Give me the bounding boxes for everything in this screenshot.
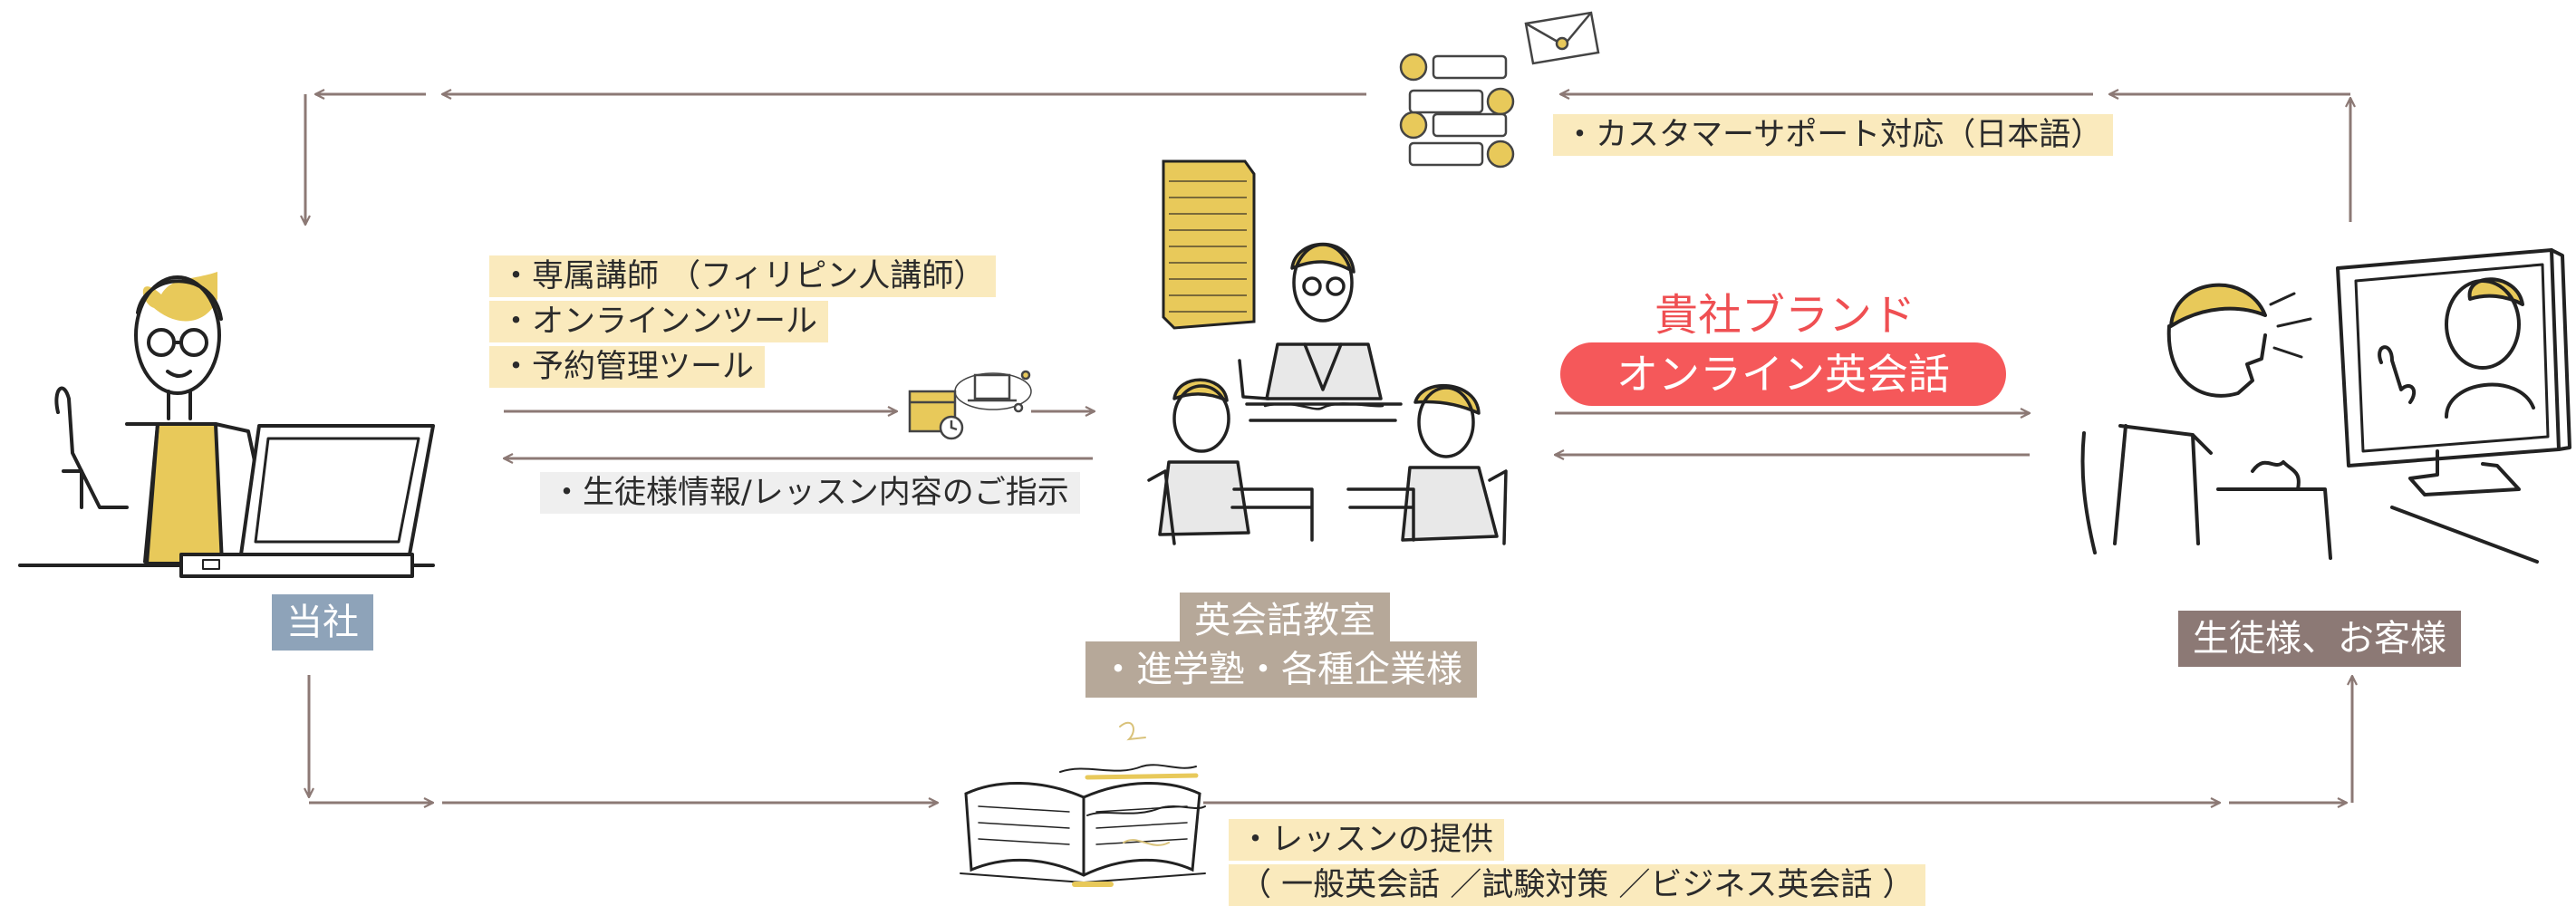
lesson-detail-label: （ 一般英会話 ／試験対策 ／ビジネス英会話 ） bbox=[1229, 864, 1925, 906]
person-laptop-icon bbox=[18, 272, 435, 578]
service-label-instructor: ・専属講師 （フィリピン人講師） bbox=[489, 255, 997, 297]
middle-flow-arrows bbox=[504, 411, 2030, 458]
office-building-icon bbox=[1162, 159, 1256, 330]
open-book-icon bbox=[960, 721, 1206, 887]
bottom-flow-arrows bbox=[309, 675, 2352, 803]
envelope-icon bbox=[1524, 11, 1600, 65]
company-tag: 当社 bbox=[272, 594, 373, 651]
brand-title: 貴社ブランド bbox=[1655, 290, 1916, 341]
classroom-icon bbox=[1147, 242, 1508, 545]
school-tag-line1: 英会話教室 bbox=[1180, 593, 1390, 649]
chat-bubbles-icon bbox=[1399, 53, 1515, 169]
lesson-title-label: ・レッスンの提供 bbox=[1229, 819, 1505, 861]
student-video-call-icon bbox=[2080, 248, 2571, 564]
school-tag-line2: ・進学塾・各種企業様 bbox=[1085, 641, 1477, 698]
laptop-network-icon bbox=[954, 370, 1032, 413]
service-label-booking-tool: ・予約管理ツール bbox=[489, 346, 766, 388]
calendar-clock-icon bbox=[908, 390, 964, 440]
top-flow-arrows bbox=[305, 94, 2350, 225]
student-tag: 生徒様、お客様 bbox=[2178, 611, 2461, 667]
support-label: ・カスタマーサポート対応（日本語） bbox=[1553, 114, 2114, 156]
service-label-online-tool: ・オンラインンツール bbox=[489, 301, 829, 342]
brand-pill-online-english: オンライン英会話 bbox=[1560, 342, 2006, 406]
student-info-label: ・生徒様情報/レッスン内容のご指示 bbox=[540, 472, 1080, 514]
